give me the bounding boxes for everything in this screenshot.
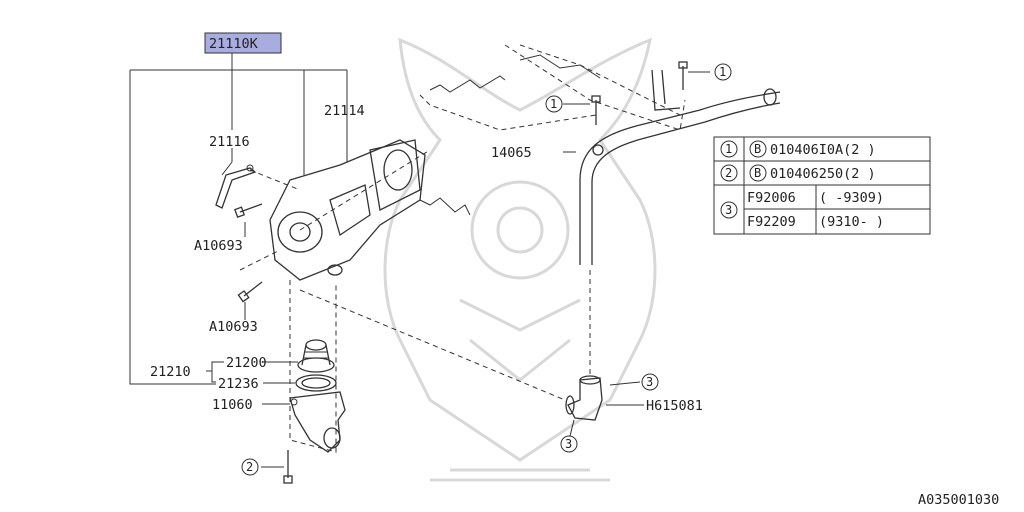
part-label-21236[interactable]: 21236 [218,376,259,392]
thermostat-21200 [297,339,335,373]
engine-block-outline [419,54,601,216]
legend-row-1-brand: B [754,142,761,156]
legend-row-1-num: 1 [725,142,732,156]
gasket-21236 [295,374,337,392]
legend-row-3a-range: ( -9309) [819,190,884,206]
part-label-21210[interactable]: 21210 [150,364,191,380]
bypass-pipe-21116 [215,164,257,209]
legend-row-2-text[interactable]: 010406250(2 ) [770,166,876,182]
fastener-legend-table: 1 B 010406I0A(2 ) 2 B 010406250(2 ) 3 F9… [713,136,931,235]
part-label-21200[interactable]: 21200 [226,355,267,371]
bolt-lower [237,281,263,303]
part-label-a10693-upper[interactable]: A10693 [194,238,243,254]
bolt-upper [234,203,263,218]
assembly-part-label[interactable]: 21110K [209,36,259,52]
part-label-a10693-lower[interactable]: A10693 [209,319,258,335]
bolt-bottom-2 [283,450,293,484]
callout-3-text: 3 [565,437,572,451]
bolt-callout-1a [678,61,688,90]
legend-row-2-brand: B [754,166,761,180]
legend-row-2-num: 2 [725,166,732,180]
callout-3-text: 3 [646,375,653,389]
dashed-guides [239,44,686,453]
legend-row-3b-range: (9310- ) [819,214,884,230]
leader-lines [129,53,710,468]
callout-1-upper-right: 1 [714,63,732,81]
callout-3-bottom: 3 [560,435,578,453]
callout-1-text: 1 [550,97,557,111]
part-label-14065[interactable]: 14065 [491,145,532,161]
pipe-connector-H615081 [565,375,603,421]
diagram-id: A035001030 [918,492,999,508]
legend-row-3a-part[interactable]: F92006 [747,190,796,206]
callout-2-bottom: 2 [241,458,259,476]
hose-14065 [579,69,781,265]
legend-row-3-num: 3 [725,203,732,217]
bolt-callout-1b [591,95,601,125]
callout-1-text: 1 [719,65,726,79]
housing-11060 [289,391,346,453]
legend-row-1-text[interactable]: 010406I0A(2 ) [770,142,876,158]
assembly-highlight-box [204,32,282,54]
legend-row-3b-part[interactable]: F92209 [747,214,796,230]
part-label-11060[interactable]: 11060 [212,397,253,413]
water-pump-21114 [269,139,426,281]
part-label-21114[interactable]: 21114 [324,103,365,119]
callout-3-right: 3 [641,373,659,391]
callout-1-mid: 1 [545,95,563,113]
part-label-21116[interactable]: 21116 [209,134,250,150]
callout-2-text: 2 [246,460,253,474]
part-label-H615081[interactable]: H615081 [646,398,703,414]
watermark-emblem [383,37,657,482]
